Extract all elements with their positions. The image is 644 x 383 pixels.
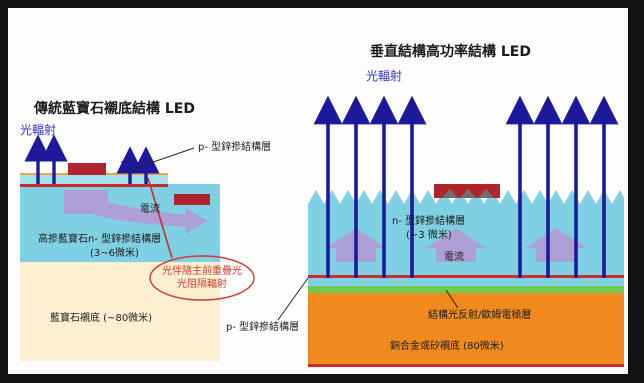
reflector-label: 結構光反射/歐姆電極層 bbox=[428, 310, 532, 321]
left-n-gan-thickness: (3~6微米) bbox=[90, 248, 139, 259]
right-current-arrow-icon bbox=[426, 228, 486, 262]
left-n-electrode bbox=[174, 194, 210, 205]
right-n-gan-label: n- 型鋅摻結構層 bbox=[392, 216, 466, 227]
left-title: 傳統藍寶石襯底結構 LED bbox=[34, 101, 195, 117]
right-n-gan-thickness: (~3 微米) bbox=[406, 230, 452, 241]
left-current-flow-arrow-icon bbox=[64, 190, 208, 234]
right-title: 垂直結構高功率結構 LED bbox=[370, 44, 531, 60]
electrode-pyramid bbox=[460, 189, 476, 198]
right-active-layer bbox=[308, 275, 624, 278]
sapphire-substrate bbox=[20, 261, 220, 361]
right-p-gan-label: p- 型鋅摻結構層 bbox=[226, 322, 300, 333]
left-emission-label: 光輻射 bbox=[20, 123, 57, 137]
right-p-gan-layer bbox=[308, 278, 624, 286]
right-emission-arrows bbox=[313, 95, 619, 278]
reflector-leader-line-icon bbox=[445, 289, 459, 309]
p-gan-leader-line-icon bbox=[277, 277, 309, 321]
reflector-layer bbox=[308, 286, 624, 293]
callout-ellipse bbox=[149, 255, 255, 301]
left-current-label: 電流 bbox=[140, 204, 160, 215]
right-current-arrow-icon bbox=[526, 228, 586, 262]
left-p-electrode bbox=[68, 163, 106, 175]
right-substrate-label: 銅合金或矽襯底 (80微米) bbox=[390, 341, 504, 352]
electrode-pyramid bbox=[442, 189, 458, 198]
left-red-line bbox=[147, 177, 173, 259]
left-p-gan-layer bbox=[20, 174, 168, 184]
electrode-pyramid bbox=[478, 189, 494, 198]
right-structure bbox=[308, 184, 624, 367]
left-substrate-label: 藍寶石襯底 (~80微米) bbox=[50, 313, 153, 324]
bottom-red-line bbox=[308, 364, 624, 367]
callout-line-1: 光伴隨主前重疊光 bbox=[162, 266, 242, 277]
slide: + bbox=[8, 8, 628, 374]
left-leader-line-icon bbox=[123, 147, 195, 173]
left-p-gan-label: p- 型鋅摻結構層 bbox=[198, 142, 272, 153]
left-n-gan-label: 高摻藍寶石n- 型鋅摻結構層 bbox=[38, 234, 162, 245]
right-current-label: 電流 bbox=[444, 252, 464, 263]
left-active-layer bbox=[20, 184, 168, 187]
metal-substrate bbox=[308, 293, 624, 364]
right-emission-label: 光輻射 bbox=[366, 69, 403, 83]
led-structure-diagram: + bbox=[20, 95, 624, 367]
callout-line-2: 光阻隔輻射 bbox=[177, 279, 227, 290]
